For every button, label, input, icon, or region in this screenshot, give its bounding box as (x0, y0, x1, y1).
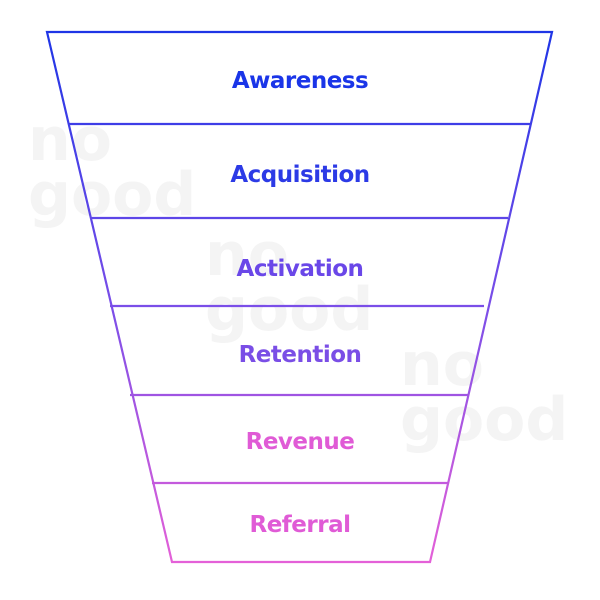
watermark-2-line1: no (205, 220, 289, 290)
watermark-2-line2: good (205, 275, 373, 345)
watermark-3-line2: good (400, 385, 568, 455)
watermark-3: no good (400, 330, 568, 455)
stage-label-retention: Retention (239, 342, 362, 368)
watermark-1-line2: good (28, 160, 196, 230)
stage-label-referral: Referral (249, 512, 350, 538)
watermark-1-line1: no (28, 105, 112, 175)
watermark-group: no good no good no good (28, 105, 568, 455)
stage-label-revenue: Revenue (246, 429, 355, 455)
stage-label-awareness: Awareness (232, 68, 368, 94)
watermark-2: no good (205, 220, 373, 345)
stage-label-acquisition: Acquisition (230, 162, 369, 188)
stage-label-activation: Activation (237, 256, 364, 282)
funnel-outline (45, 30, 554, 564)
